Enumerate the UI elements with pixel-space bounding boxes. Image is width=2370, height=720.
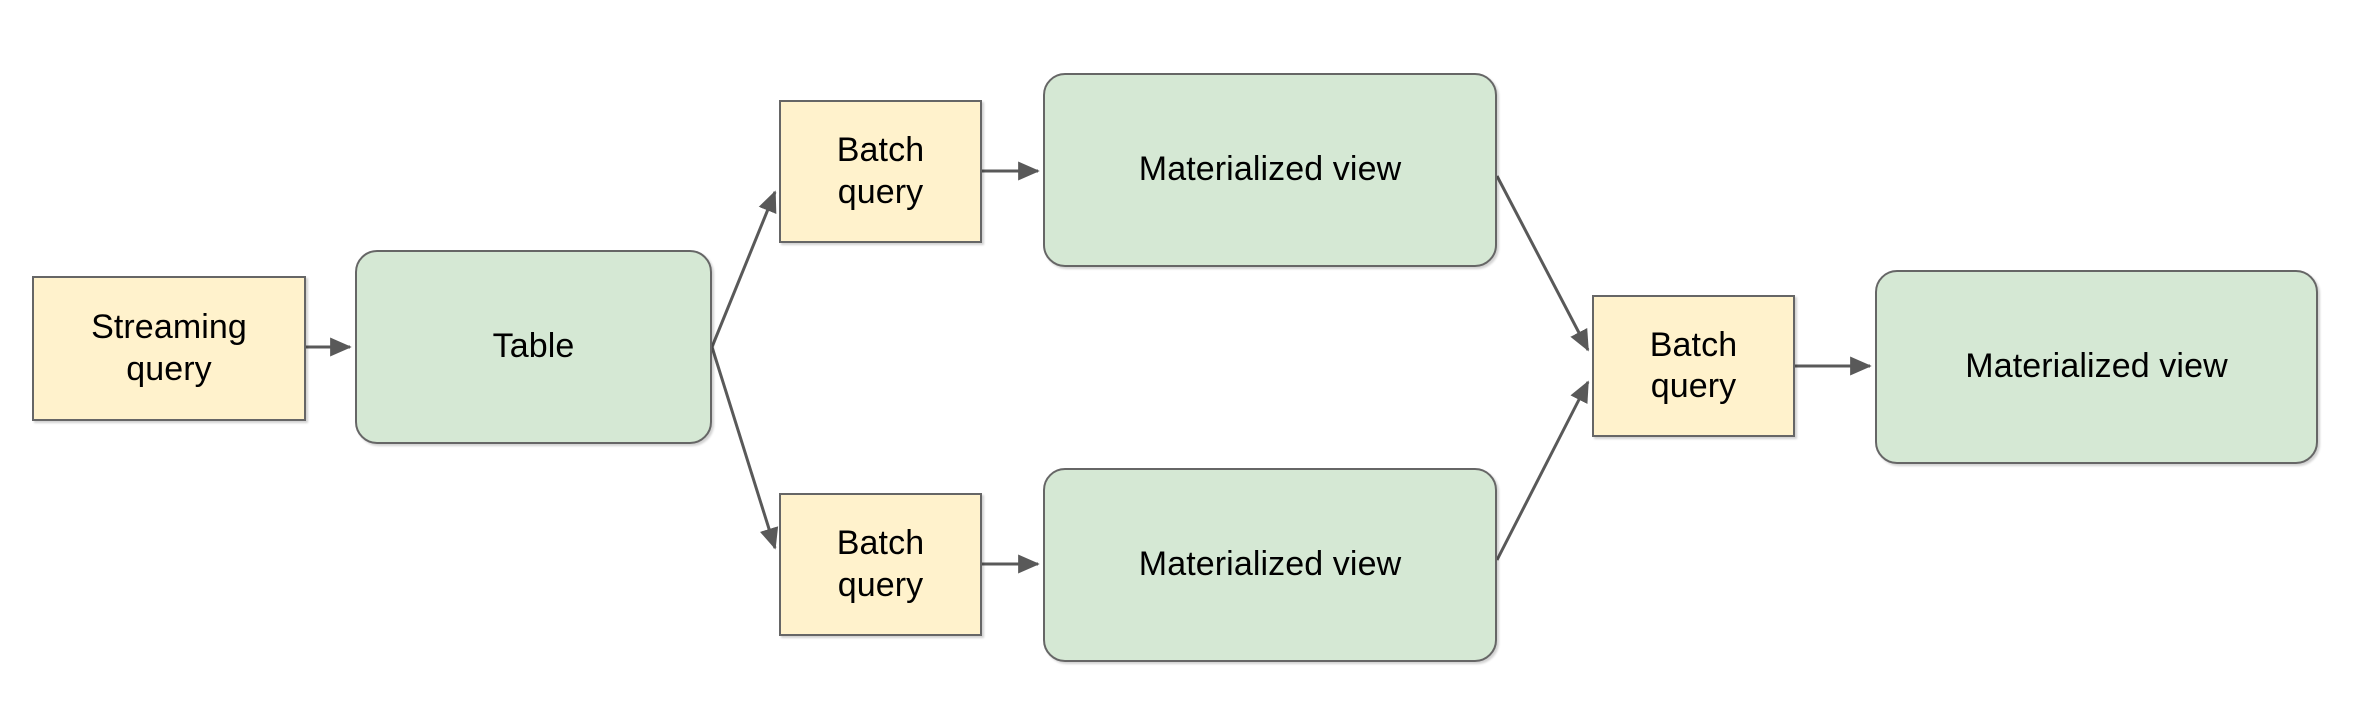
node-label: Materialized view — [1965, 347, 2228, 386]
node-label: Materialized view — [1138, 150, 1402, 189]
node-label: Materialized view — [1138, 545, 1402, 584]
edge-materialized-view-top-to-batch-query-merge — [1495, 175, 1590, 352]
node-label: Batch query — [836, 524, 925, 604]
node-label: Batch query — [1649, 325, 1738, 405]
node-materialized-view-final[interactable]: Materialized view — [1875, 270, 2318, 464]
node-label: Table — [492, 327, 575, 366]
node-materialized-view-top[interactable]: Materialized view — [1043, 73, 1497, 267]
node-label: Streaming query — [91, 308, 247, 388]
node-batch-query-merge[interactable]: Batch query — [1592, 295, 1795, 437]
node-table[interactable]: Table — [355, 250, 712, 444]
node-materialized-view-bottom[interactable]: Materialized view — [1043, 468, 1497, 662]
node-batch-query-top[interactable]: Batch query — [779, 100, 982, 243]
edge-materialized-view-bottom-to-batch-query-merge — [1495, 380, 1590, 561]
edge-table-to-batch-query-top — [710, 190, 777, 348]
node-streaming-query[interactable]: Streaming query — [32, 276, 306, 421]
node-label: Batch query — [836, 131, 925, 211]
edge-table-to-batch-query-bottom — [710, 346, 779, 550]
node-batch-query-bottom[interactable]: Batch query — [779, 493, 982, 636]
